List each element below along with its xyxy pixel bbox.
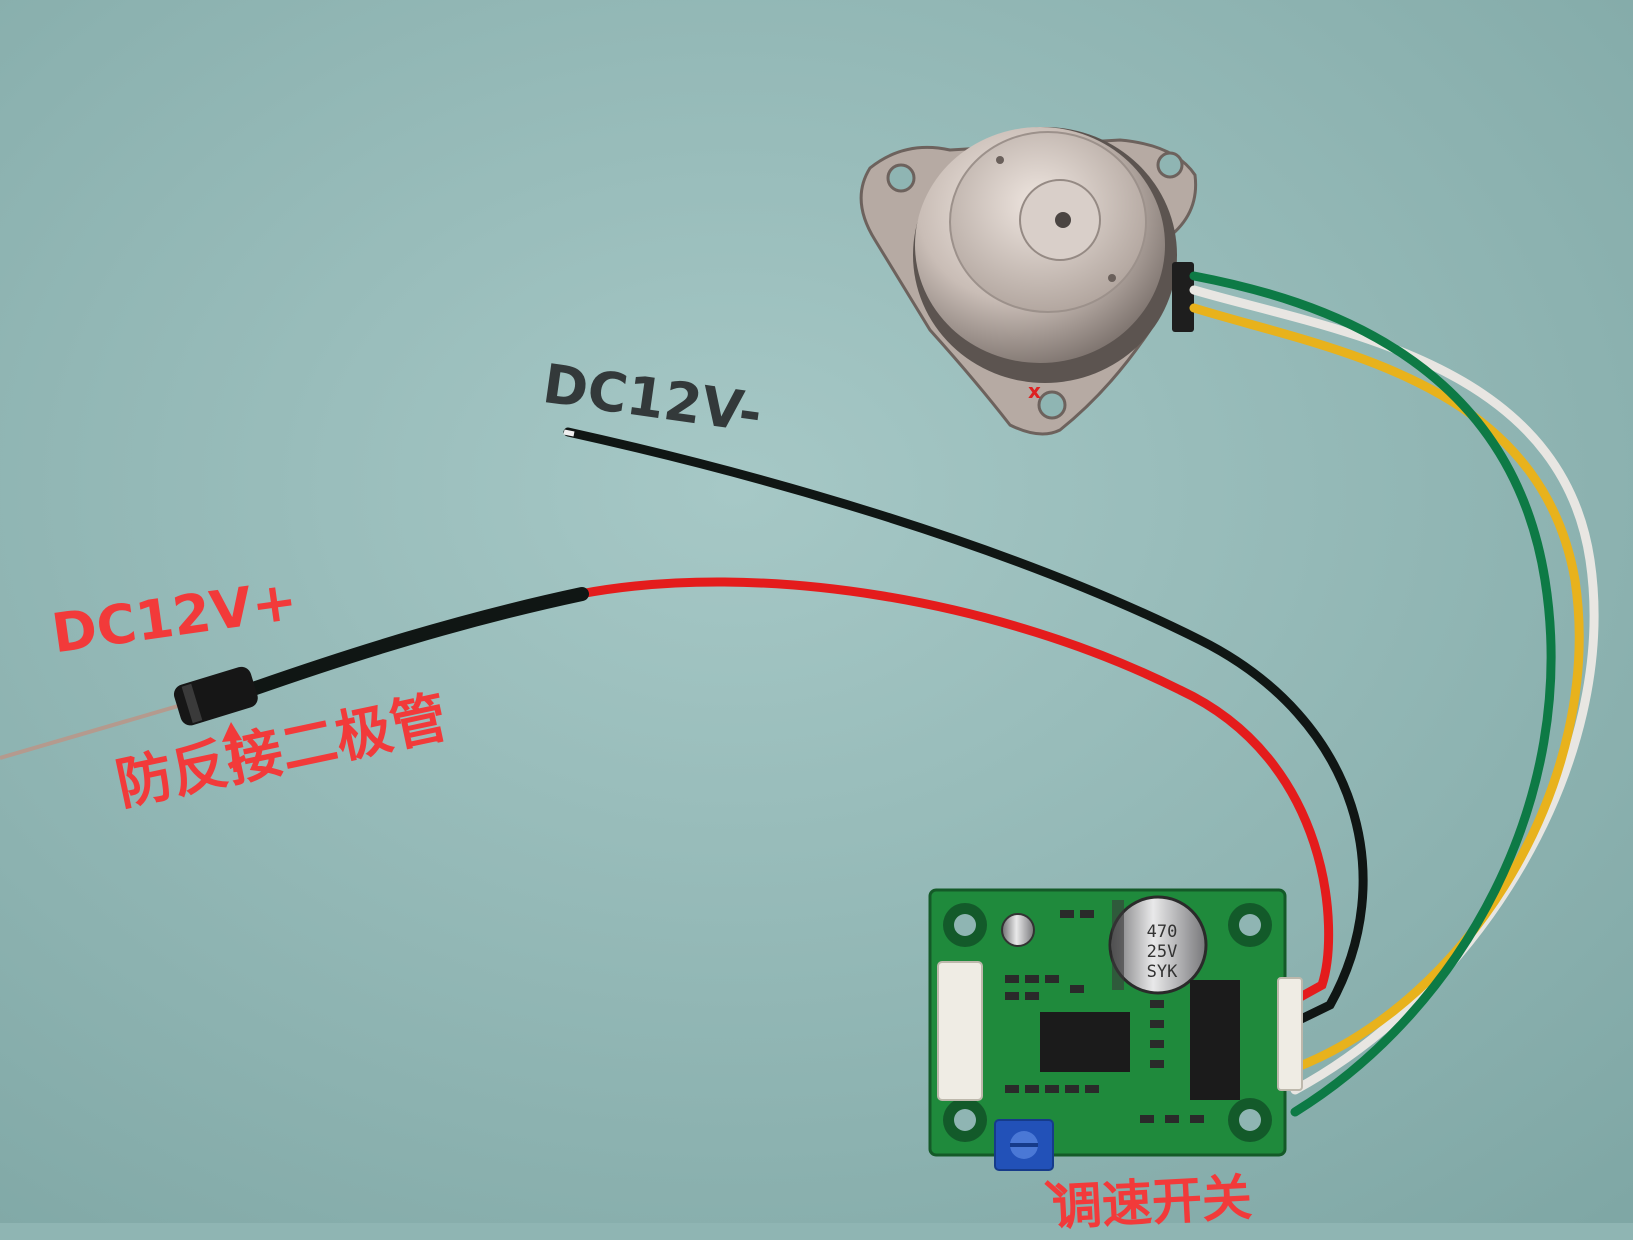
speed-switch-label: 调速开关 [1050,1168,1254,1237]
motor-shaft [1055,212,1071,228]
speed-potentiometer[interactable] [994,1119,1054,1171]
heat-shrink-sleeve [243,587,589,697]
capacitor-text-1: 470 [1147,922,1178,942]
driver-ic [1190,980,1240,1100]
motor-wire-bundle [1189,271,1599,1117]
svg-text:x: x [1028,379,1041,403]
electrolytic-capacitor: 470 25V SYK [1108,895,1208,995]
mounting-hole [886,163,916,193]
motor-output-connector [1277,977,1303,1091]
wire-green [1189,271,1556,1117]
wire-yellow [1189,303,1584,1073]
diode-lead [0,704,179,760]
mounting-hole [1156,151,1184,179]
capacitor-text-2: 25V [1147,942,1178,962]
up-arrow-icon [222,722,242,773]
wire-black [563,427,1368,1027]
motor-driver-board: 470 25V SYK [928,888,1303,1171]
capacitor-text-3: SYK [1147,962,1178,982]
mounting-hole [1037,390,1067,420]
controller-ic [1040,1012,1130,1072]
wire-red [575,577,1334,1005]
input-connector [937,961,983,1101]
motor-connector [1172,262,1194,332]
pointer-tick-icon [1044,1180,1064,1198]
wire-tip [563,429,575,437]
brushless-motor: x [859,127,1198,436]
protection-diode [173,666,258,726]
